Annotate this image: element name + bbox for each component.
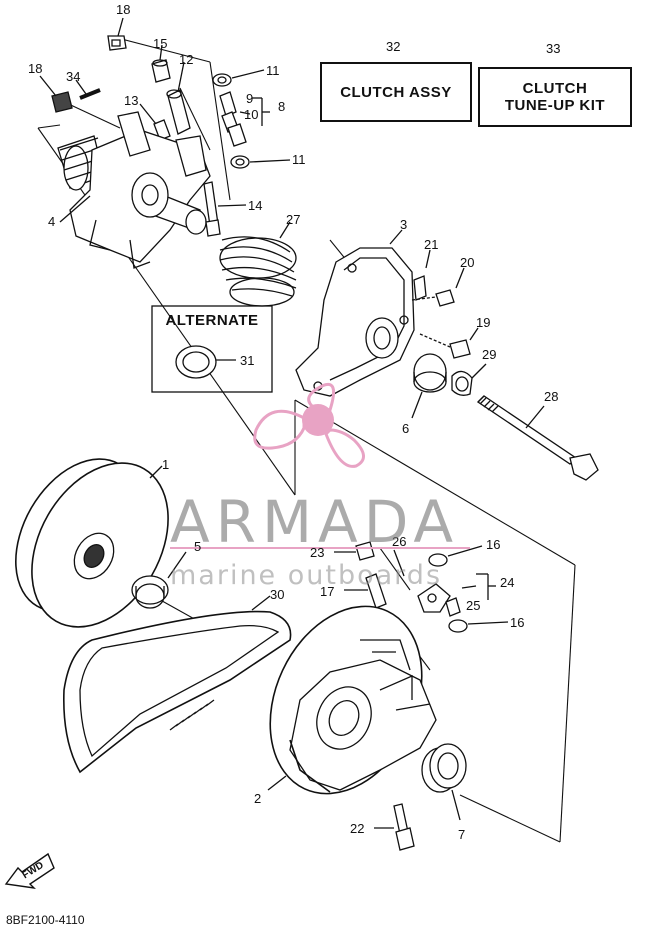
fwd-arrow-icon (4, 852, 55, 889)
callout-19: 19 (476, 315, 491, 330)
callout-11-upper: 11 (266, 63, 280, 78)
clutch-assy-label: CLUTCH ASSY (340, 83, 452, 101)
callout-15: 15 (153, 36, 168, 51)
part-19-bolt (419, 327, 479, 359)
callout-24: 24 (500, 575, 515, 590)
part-16-washer-lower (448, 619, 509, 633)
clutch-tuneup-kit-box: CLUTCH TUNE-UP KIT (478, 67, 632, 127)
callout-11-lower: 11 (292, 152, 306, 167)
alternate-heading: ALTERNATE (156, 310, 268, 330)
callout-10: 10 (244, 107, 259, 122)
part-3-cover (295, 229, 415, 397)
callout-1: 1 (162, 457, 170, 472)
callout-18-upper: 18 (116, 2, 131, 17)
part-14-bolt (203, 181, 247, 237)
watermark-brand: ARMADA (170, 488, 460, 556)
callout-31: 31 (240, 353, 255, 368)
callout-33: 33 (546, 41, 561, 56)
part-27-spring (219, 221, 297, 307)
callout-26: 26 (392, 534, 407, 549)
propeller-logo (253, 383, 365, 468)
part-6-bushing (411, 353, 447, 419)
part-28-long-bolt (476, 395, 599, 481)
part-4-drive-clutch-spider (57, 111, 211, 269)
callout-9: 9 (246, 91, 254, 106)
part-11-washer-upper (212, 69, 265, 87)
clutch-assy-box: CLUTCH ASSY (320, 62, 472, 122)
alternate-box (151, 305, 273, 393)
part-30-belt (63, 595, 292, 774)
part-18-clip-upper (107, 17, 127, 51)
part-22-bolt (374, 803, 415, 851)
callout-8: 8 (278, 99, 286, 114)
alternate-label: ALTERNATE (165, 311, 259, 329)
callout-3: 3 (400, 217, 408, 232)
callout-6: 6 (402, 421, 410, 436)
callout-27: 27 (286, 212, 301, 227)
callout-5: 5 (194, 539, 202, 554)
part-23-cap (334, 541, 375, 561)
callout-30: 30 (270, 587, 285, 602)
callout-28: 28 (544, 389, 559, 404)
part-31-ring (175, 345, 236, 379)
callout-25: 25 (466, 598, 481, 613)
part-7-bushing (421, 743, 467, 821)
part-12-sleeve (166, 61, 191, 135)
clutch-tuneup-label-line2: TUNE-UP KIT (504, 97, 606, 114)
callout-23: 23 (310, 545, 325, 560)
callout-4: 4 (48, 214, 56, 229)
part-21-washer (413, 249, 431, 301)
part-9-10-8-weights (219, 91, 270, 147)
callout-13: 13 (124, 93, 139, 108)
part-24-25-roller-assy (417, 573, 496, 617)
callout-2: 2 (254, 791, 262, 806)
part-15-nut (151, 44, 171, 83)
part-5-collar (131, 551, 187, 609)
diagram-code: 8BF2100-4110 (6, 913, 85, 927)
callout-7: 7 (458, 827, 466, 842)
part-16-washer-upper (428, 545, 483, 567)
part-29-collar (451, 363, 487, 396)
callout-32: 32 (386, 39, 401, 54)
part-34-pin (75, 79, 101, 100)
callout-14: 14 (248, 198, 263, 213)
callout-21: 21 (424, 237, 439, 252)
assembly-frame-lines (37, 35, 576, 843)
callout-16-upper: 16 (486, 537, 501, 552)
watermark-tagline: marine outboards (170, 560, 443, 591)
callout-16-lower: 16 (510, 615, 525, 630)
callout-29: 29 (482, 347, 497, 362)
part-18-clip-left (39, 75, 73, 113)
clutch-tuneup-label-line1: CLUTCH (522, 80, 588, 97)
callout-22: 22 (350, 821, 365, 836)
part-13-screw (139, 103, 171, 141)
part-2-secondary-sheave (267, 605, 437, 795)
callout-20: 20 (460, 255, 475, 270)
part-26-bracket (393, 549, 405, 577)
callout-17: 17 (320, 584, 335, 599)
part-17-pin (344, 573, 387, 609)
part-11-washer-lower (230, 155, 291, 169)
callout-34: 34 (66, 69, 81, 84)
part-20-bolt (411, 267, 465, 307)
callout-18-left: 18 (28, 61, 43, 76)
callout-12: 12 (179, 52, 194, 67)
